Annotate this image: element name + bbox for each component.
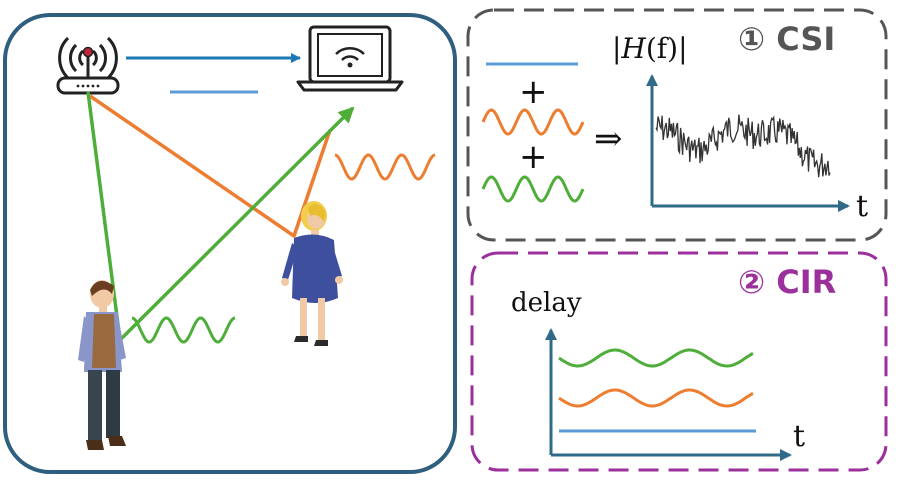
- csi-frame: [466, 8, 888, 242]
- cir-frame: [470, 251, 888, 472]
- laptop-wifi-icon: [296, 25, 404, 92]
- green-wave-signal: [131, 316, 236, 344]
- csi-orange-component: [481, 108, 585, 136]
- standing-man-figure: [78, 280, 126, 450]
- cir-green-path-delay: [558, 348, 754, 368]
- csi-x-label: t: [856, 189, 868, 224]
- cir-x-label: t: [793, 419, 805, 454]
- orange-reflection-path: [89, 94, 332, 238]
- csi-plus-2: +: [519, 137, 548, 177]
- implies-arrow: ⇒: [594, 119, 623, 159]
- csi-amplitude-trace: [655, 114, 831, 178]
- wifi-router-icon: [56, 36, 120, 95]
- cir-panel: ② CIR delay t: [470, 251, 888, 472]
- orange-wave-signal: [334, 153, 436, 181]
- csi-title: ① CSI: [738, 20, 835, 58]
- standing-woman-figure: [281, 201, 343, 346]
- scene-panel: [3, 13, 457, 474]
- csi-panel: ① CSI + + ⇒ |𝐻(f)| t: [466, 8, 888, 242]
- scene-frame: [3, 13, 457, 474]
- cir-y-label: delay: [511, 288, 582, 318]
- csi-y-label: |𝐻(f)|: [612, 32, 688, 65]
- csi-green-component: [481, 175, 585, 203]
- csi-plus-1: +: [519, 72, 548, 112]
- cir-title: ② CIR: [738, 263, 836, 301]
- cir-orange-path-delay: [558, 388, 754, 408]
